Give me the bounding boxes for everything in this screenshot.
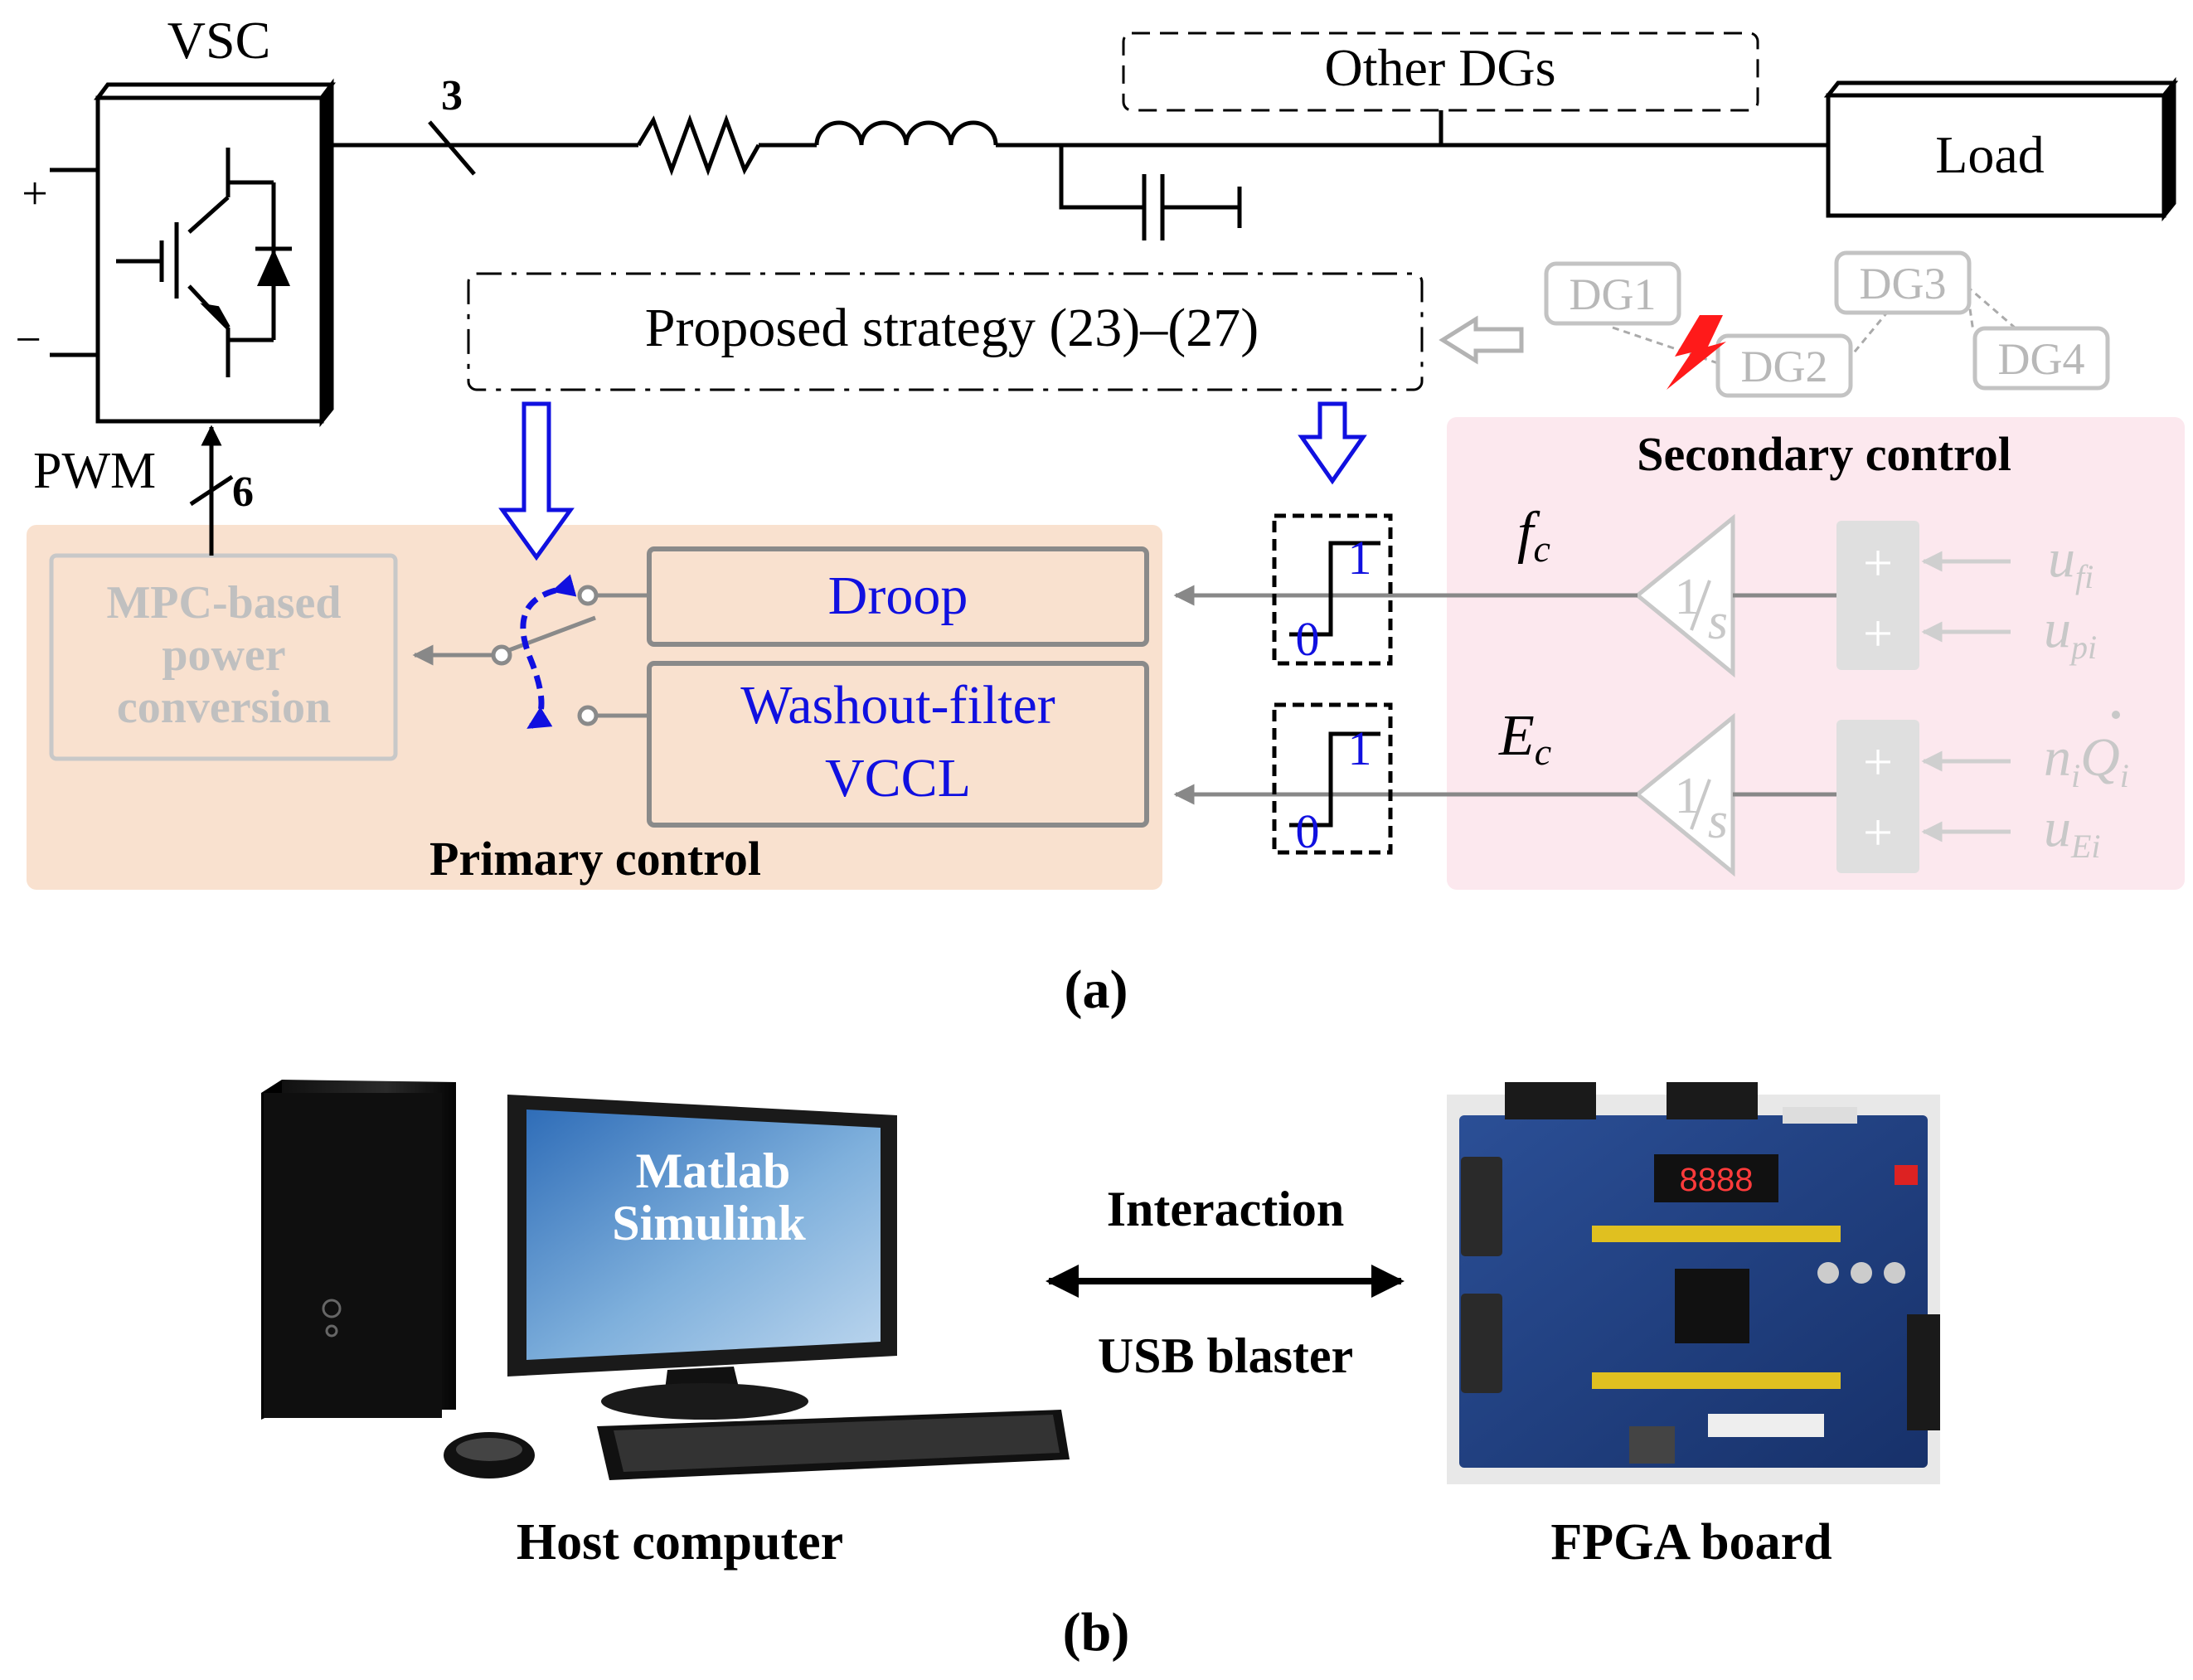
step-lower-zero: 0 [1296, 804, 1320, 858]
summer-lower [1836, 720, 1919, 873]
other-dgs-box [1122, 32, 1759, 112]
secondary-control-title: Secondary control [1637, 427, 2011, 481]
qdot-dot [2112, 711, 2120, 719]
dg2-node [1715, 333, 1853, 398]
dg1-label: DG1 [1570, 269, 1657, 319]
screen-label-line1: Matlab [636, 1143, 791, 1198]
summer-lower-plus-2: + [1863, 803, 1893, 862]
interaction-label: Interaction [1107, 1182, 1345, 1236]
step-block-lower [1272, 702, 1393, 855]
pwm-slash [189, 474, 234, 507]
primary-control-title: Primary control [429, 832, 761, 886]
inductor-icon [814, 120, 998, 146]
pwm-count: 6 [232, 469, 254, 516]
dg4-node [1972, 326, 2110, 391]
mpc-block [49, 553, 398, 761]
step-lower-one: 1 [1348, 721, 1372, 775]
caption-b: (b) [1063, 1602, 1130, 1663]
input-u-ei: uEi [2044, 798, 2101, 865]
phase-count: 3 [441, 72, 463, 119]
usb-blaster-label: USB blaster [1098, 1328, 1353, 1383]
washout-label-line1: Washout-filter [740, 675, 1055, 736]
summer-upper-plus-2: + [1863, 604, 1893, 663]
panel-a: VSC + − 3 Other DGs [15, 11, 2185, 1020]
summer-upper-plus-1: + [1863, 533, 1893, 592]
dg3-label: DG3 [1860, 259, 1947, 308]
input-ni-qdot-i: niQi [2044, 727, 2129, 794]
ac-line [332, 110, 1828, 240]
summer-upper [1836, 521, 1919, 670]
emitter-arrow-icon [200, 303, 230, 330]
caption-a: (a) [1065, 959, 1128, 1020]
vsc-block [94, 78, 336, 428]
ec-label: Ec [1498, 704, 1551, 773]
washout-label-line2: VCCL [825, 748, 971, 808]
dg-network [1544, 250, 2110, 398]
dg3-node [1834, 250, 1972, 315]
mpc-label-line3: conversion [117, 682, 331, 733]
mpc-label-line1: MPC-based [106, 577, 341, 629]
panel-b: Matlab Simulink Interaction USB blaster [261, 1080, 1940, 1663]
network-input-arrow-icon [1439, 315, 1524, 365]
mpc-label-line2: power [162, 629, 285, 681]
droop-label: Droop [828, 566, 968, 626]
step-upper-zero: 0 [1296, 612, 1320, 666]
pwm-label: PWM [33, 443, 156, 499]
proposed-strategy-box [467, 272, 1424, 391]
washout-vccl-block [647, 661, 1149, 828]
vsc-label: VSC [167, 11, 271, 70]
switch-toggle-arrow [520, 574, 577, 729]
input-u-pi: upi [2044, 599, 2097, 666]
minus-sign: − [15, 314, 41, 366]
integrator-lower-slash [1690, 779, 1711, 830]
load-box [1823, 76, 2179, 222]
strategy-to-switch-arrow-icon [498, 401, 575, 561]
secondary-control-region [1447, 417, 2185, 890]
step-block-upper [1272, 513, 1393, 666]
integrator-upper-den: s [1708, 594, 1728, 650]
dg4-label: DG4 [1998, 334, 2085, 384]
integrator-upper-slash [1690, 580, 1711, 631]
resistor-icon [636, 114, 761, 177]
fpga-board-label: FPGA board [1550, 1514, 1832, 1571]
proposed-strategy-label: Proposed strategy (23)–(27) [645, 298, 1259, 358]
communication-fault-icon [1667, 315, 1726, 390]
integrator-lower-den: s [1708, 793, 1728, 849]
summer-lower-plus-1: + [1863, 732, 1893, 791]
strategy-to-step-arrow-icon [1298, 401, 1367, 485]
fpga-board-illustration [1447, 1082, 1940, 1484]
other-dgs-label: Other DGs [1324, 38, 1555, 97]
diode-icon [257, 249, 290, 286]
fpga-display-digits: 8888 [1680, 1162, 1754, 1198]
dg2-label: DG2 [1741, 342, 1828, 391]
host-computer-illustration [261, 1080, 1070, 1480]
input-u-fi: ufi [2048, 528, 2094, 595]
host-computer-label: Host computer [517, 1514, 843, 1571]
plus-sign: + [22, 168, 48, 220]
screen-label-line2: Simulink [612, 1196, 806, 1250]
dg1-node [1544, 261, 1681, 326]
step-upper-one: 1 [1348, 531, 1372, 585]
load-label: Load [1935, 125, 2045, 184]
